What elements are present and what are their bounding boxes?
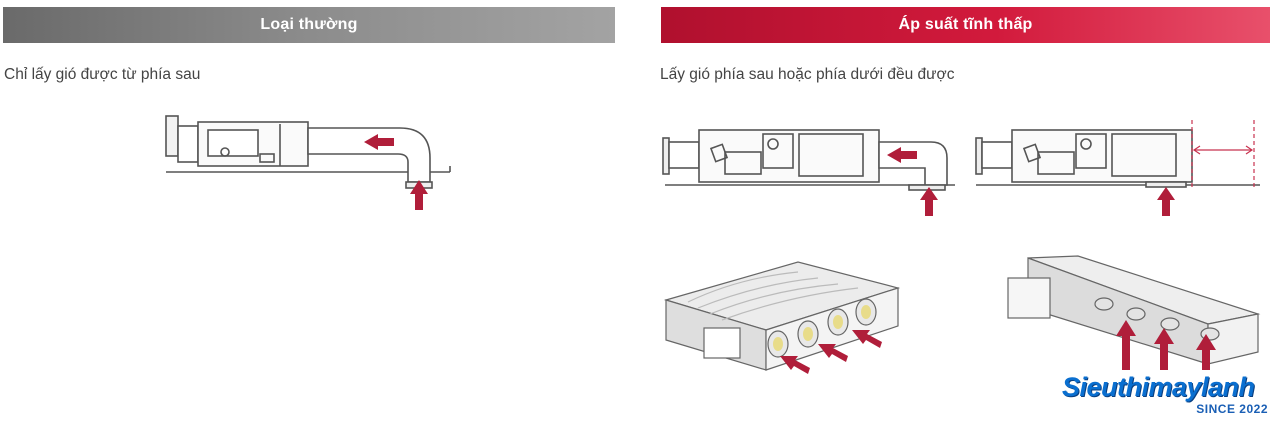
header-loai-thuong: Loại thường xyxy=(3,7,615,43)
diagram-rear-intake-low-static xyxy=(662,129,955,216)
watermark-logo: Sieuthimaylanh SINCE 2022 xyxy=(1062,372,1274,424)
isometric-unit-rear-fans xyxy=(663,261,901,374)
header-ap-suat-tinh-thap-label: Áp suất tĩnh thấp xyxy=(898,16,1033,33)
description-right: Lấy gió phía sau hoặc phía dưới đều được xyxy=(660,66,955,83)
header-loai-thuong-label: Loại thường xyxy=(260,16,358,33)
airflow-arrow-icon xyxy=(887,147,938,216)
diagram-rear-intake xyxy=(165,115,451,210)
airflow-arrow-icon xyxy=(1116,320,1216,370)
diagram-bottom-intake xyxy=(975,120,1260,216)
watermark-tagline: SINCE 2022 xyxy=(1196,402,1268,416)
watermark-name: Sieuthimaylanh xyxy=(1062,372,1255,402)
header-ap-suat-tinh-thap: Áp suất tĩnh thấp xyxy=(661,7,1270,43)
airflow-arrow-icon xyxy=(364,134,428,210)
isometric-unit-bottom-fans xyxy=(1007,255,1261,370)
description-left: Chỉ lấy gió được từ phía sau xyxy=(4,66,201,83)
airflow-arrow-icon xyxy=(1157,187,1175,216)
airflow-arrow-icon xyxy=(780,330,882,374)
